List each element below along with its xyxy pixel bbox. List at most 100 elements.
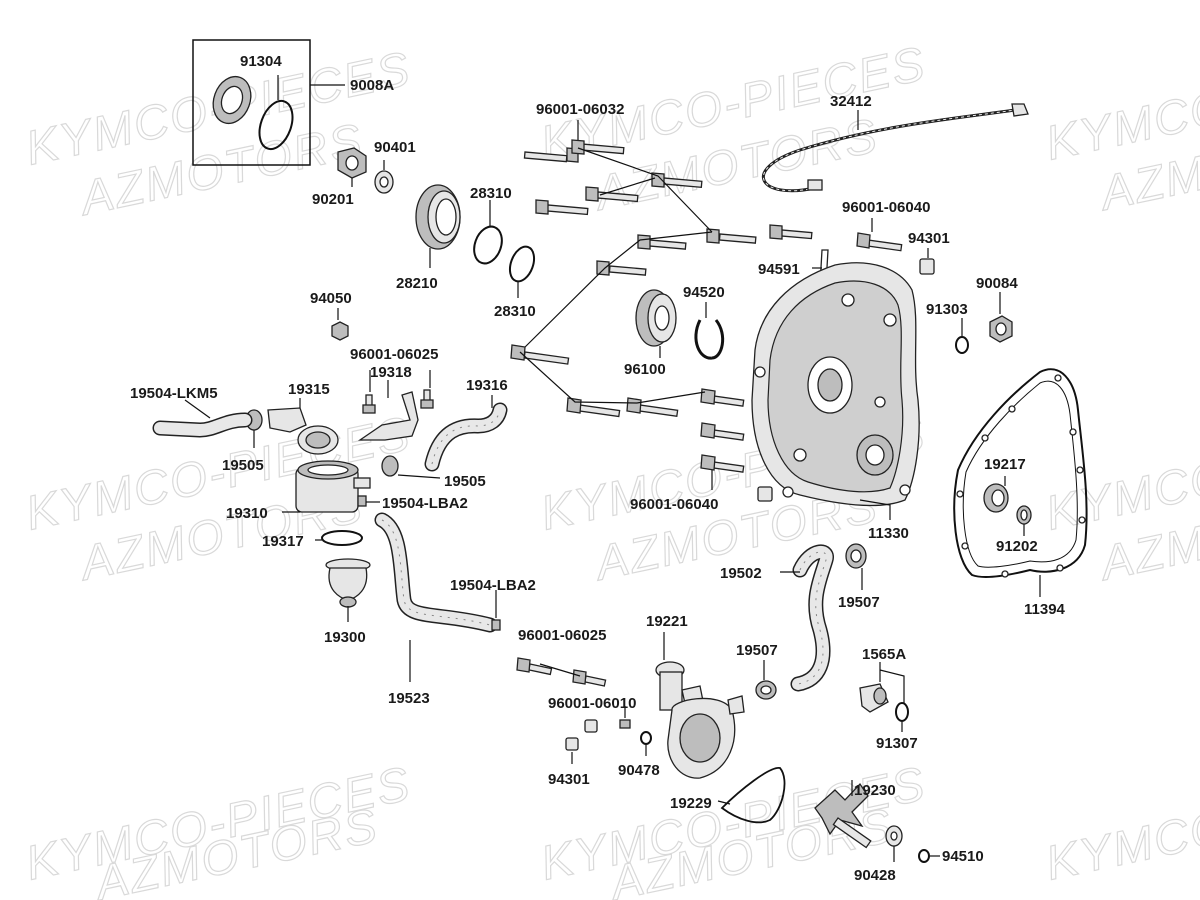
- thermostat-19300[interactable]: [325, 558, 371, 622]
- dowel-near-11330[interactable]: [757, 486, 773, 502]
- label-91202: 91202: [996, 538, 1038, 555]
- bolts-96001-06025-b[interactable]: [516, 657, 607, 687]
- label-19300: 19300: [324, 629, 366, 646]
- label-19316: 19316: [466, 377, 508, 394]
- circlip-94510[interactable]: [918, 849, 940, 863]
- o-ring-91303[interactable]: [955, 318, 969, 354]
- label-96001-06025-a: 96001-06025: [350, 346, 438, 363]
- bracket-19318[interactable]: [357, 380, 419, 441]
- label-94301-b: 94301: [548, 771, 590, 788]
- label-19229: 19229: [670, 795, 712, 812]
- label-19507-a: 19507: [838, 594, 880, 611]
- label-19318: 19318: [370, 364, 412, 381]
- label-32412: 32412: [830, 93, 872, 110]
- bearing-96100[interactable]: [635, 289, 677, 358]
- water-pump-cover-19221[interactable]: [655, 632, 745, 779]
- label-19230: 19230: [854, 782, 896, 799]
- temp-sensor-1565A[interactable]: [859, 662, 909, 732]
- oil-seal-kit-box[interactable]: [192, 39, 345, 166]
- label-91304: 91304: [240, 53, 282, 70]
- label-91303: 91303: [926, 301, 968, 318]
- label-94591: 94591: [758, 261, 800, 278]
- gasket-11394[interactable]: [953, 368, 1088, 597]
- engine-cover-11330[interactable]: [751, 262, 920, 520]
- hose-clamp-19507-b[interactable]: [755, 660, 777, 700]
- label-19315: 19315: [288, 381, 330, 398]
- label-19221: 19221: [646, 613, 688, 630]
- thermostat-housing-19310[interactable]: [282, 460, 371, 513]
- nut-90201[interactable]: [337, 147, 367, 187]
- watermark-kymco-9: KYMCO-PIECES: [1041, 757, 1200, 890]
- label-91307: 91307: [876, 735, 918, 752]
- part-labels: 91304 9008A 90401 90201 28310 28210 2831…: [130, 53, 1066, 884]
- hose-clamp-19505-b[interactable]: [381, 455, 441, 479]
- label-94301-a: 94301: [908, 230, 950, 247]
- o-ring-19317[interactable]: [315, 530, 363, 546]
- label-19217: 19217: [984, 456, 1026, 473]
- label-1565A: 1565A: [862, 646, 906, 663]
- label-96001-06040-a: 96001-06040: [842, 199, 930, 216]
- washer-90401[interactable]: [374, 160, 394, 194]
- label-19310: 19310: [226, 505, 268, 522]
- watermark-kymco-3: KYMCO-PIECES: [1041, 37, 1200, 170]
- label-28310-b: 28310: [494, 303, 536, 320]
- hose-19502[interactable]: [780, 544, 834, 692]
- seal-19217[interactable]: [983, 476, 1009, 513]
- label-94050: 94050: [310, 290, 352, 307]
- o-ring-28310-a[interactable]: [469, 200, 506, 267]
- bolt-group-96001-06032[interactable]: [519, 120, 813, 353]
- label-90201: 90201: [312, 191, 354, 208]
- dowels-94301-b[interactable]: [565, 719, 598, 764]
- bolts-96001-06025-a[interactable]: [362, 370, 434, 414]
- label-19502: 19502: [720, 565, 762, 582]
- label-11330: 11330: [868, 525, 909, 542]
- clamp-19504-LBA2-a[interactable]: [357, 495, 380, 507]
- bolt-96001-06010[interactable]: [619, 706, 631, 729]
- circlip-94520[interactable]: [694, 302, 725, 360]
- label-19505-b: 19505: [444, 473, 486, 490]
- nut-90084[interactable]: [989, 292, 1013, 343]
- hose-19523[interactable]: [374, 512, 498, 682]
- o-ring-90478[interactable]: [640, 731, 652, 756]
- label-96100: 96100: [624, 361, 666, 378]
- label-19504-LBA2-b: 19504-LBA2: [450, 577, 536, 594]
- label-19523: 19523: [388, 690, 430, 707]
- hose-19316[interactable]: [424, 395, 508, 472]
- thermostat-cover-19315[interactable]: [267, 398, 339, 455]
- impeller-19230[interactable]: [814, 780, 872, 849]
- label-28310-a: 28310: [470, 185, 512, 202]
- clamp-19504-LBA2-b[interactable]: [491, 590, 501, 631]
- label-19504-LBA2-a: 19504-LBA2: [382, 495, 468, 512]
- gasket-19229[interactable]: [717, 767, 786, 824]
- label-19317: 19317: [262, 533, 304, 550]
- label-96001-06010: 96001-06010: [548, 695, 636, 712]
- bolt-94050[interactable]: [331, 308, 349, 341]
- bolt-96001-06040-a[interactable]: [856, 218, 903, 252]
- label-96001-06032: 96001-06032: [536, 101, 624, 118]
- label-94520: 94520: [683, 284, 725, 301]
- dowel-94301-a[interactable]: [919, 248, 935, 275]
- hose-clamp-19507-a[interactable]: [845, 543, 867, 590]
- label-96001-06025-b: 96001-06025: [518, 627, 606, 644]
- seal-28210[interactable]: [415, 184, 461, 268]
- label-19504-LKM5: 19504-LKM5: [130, 385, 218, 402]
- watermark-kymco-6: KYMCO-PIECES: [1041, 407, 1200, 540]
- label-96001-06040-b: 96001-06040: [630, 496, 718, 513]
- washer-90428[interactable]: [885, 825, 903, 862]
- bolt-group-lower[interactable]: [510, 344, 745, 490]
- o-ring-91202[interactable]: [1016, 505, 1032, 536]
- hose-19504-LKM5[interactable]: [152, 399, 253, 438]
- label-90084: 90084: [976, 275, 1018, 292]
- label-94510: 94510: [942, 848, 984, 865]
- label-9008A: 9008A: [350, 77, 394, 94]
- wire-sensor-32412[interactable]: [762, 103, 1029, 193]
- label-90478: 90478: [618, 762, 660, 779]
- label-28210: 28210: [396, 275, 438, 292]
- label-90428: 90428: [854, 867, 896, 884]
- label-90401: 90401: [374, 139, 416, 156]
- label-19507-b: 19507: [736, 642, 778, 659]
- label-19505-a: 19505: [222, 457, 264, 474]
- o-ring-28310-b[interactable]: [506, 243, 539, 298]
